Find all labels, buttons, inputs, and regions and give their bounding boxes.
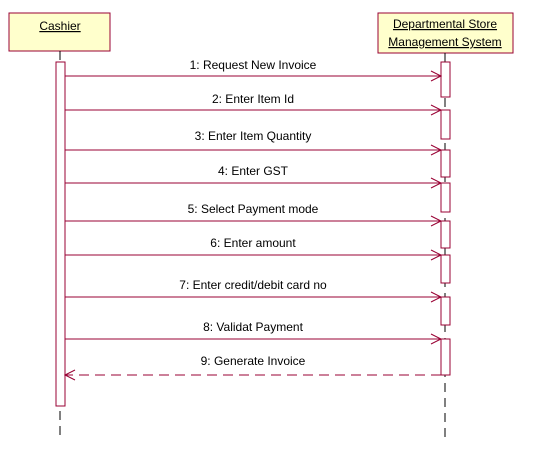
activation-system [440, 182, 451, 213]
activation-system [440, 338, 451, 376]
activation-system [440, 254, 451, 284]
participant-system-label-line-2: Management System [388, 35, 501, 49]
message-label: 4: Enter GST [218, 164, 289, 178]
participant-system-box [377, 12, 514, 54]
message-8[interactable]: 8: Validat Payment [65, 320, 443, 345]
message-7[interactable]: 7: Enter credit/debit card no [65, 278, 443, 303]
message-9[interactable]: 9: Generate Invoice [63, 354, 441, 381]
participant-cashier-box [8, 12, 111, 52]
activation-system [440, 109, 451, 140]
message-2[interactable]: 2: Enter Item Id [65, 92, 443, 116]
arrowhead-icon [430, 144, 443, 156]
arrowhead-icon [430, 177, 443, 189]
activation-system [440, 149, 451, 178]
message-5[interactable]: 5: Select Payment mode [65, 202, 443, 227]
arrowhead-icon [430, 70, 443, 82]
message-4[interactable]: 4: Enter GST [65, 164, 443, 189]
message-label: 6: Enter amount [210, 236, 296, 250]
message-label: 1: Request New Invoice [190, 58, 317, 72]
arrowhead-icon [430, 249, 443, 261]
activation-system [440, 220, 451, 249]
message-label: 5: Select Payment mode [188, 202, 319, 216]
message-3[interactable]: 3: Enter Item Quantity [65, 129, 443, 156]
arrowhead-icon [430, 333, 443, 345]
participant-cashier-label: Cashier [39, 19, 80, 33]
arrowhead-icon [430, 104, 443, 116]
message-label: 7: Enter credit/debit card no [179, 278, 327, 292]
activation-system [440, 296, 451, 326]
activation-system [440, 61, 451, 98]
arrowhead-icon [63, 369, 76, 381]
message-label: 9: Generate Invoice [201, 354, 306, 368]
participant-system-label-line-1: Departmental Store [393, 17, 497, 31]
participant-system[interactable]: Departmental Store Management System [377, 12, 514, 54]
message-label: 8: Validat Payment [203, 320, 303, 334]
arrowhead-icon [430, 215, 443, 227]
arrowhead-icon [430, 291, 443, 303]
activation-cashier [55, 61, 66, 407]
message-1[interactable]: 1: Request New Invoice [65, 58, 443, 82]
message-label: 2: Enter Item Id [212, 92, 294, 106]
message-label: 3: Enter Item Quantity [195, 129, 312, 143]
participant-cashier[interactable]: Cashier [8, 12, 111, 52]
message-6[interactable]: 6: Enter amount [65, 236, 443, 261]
